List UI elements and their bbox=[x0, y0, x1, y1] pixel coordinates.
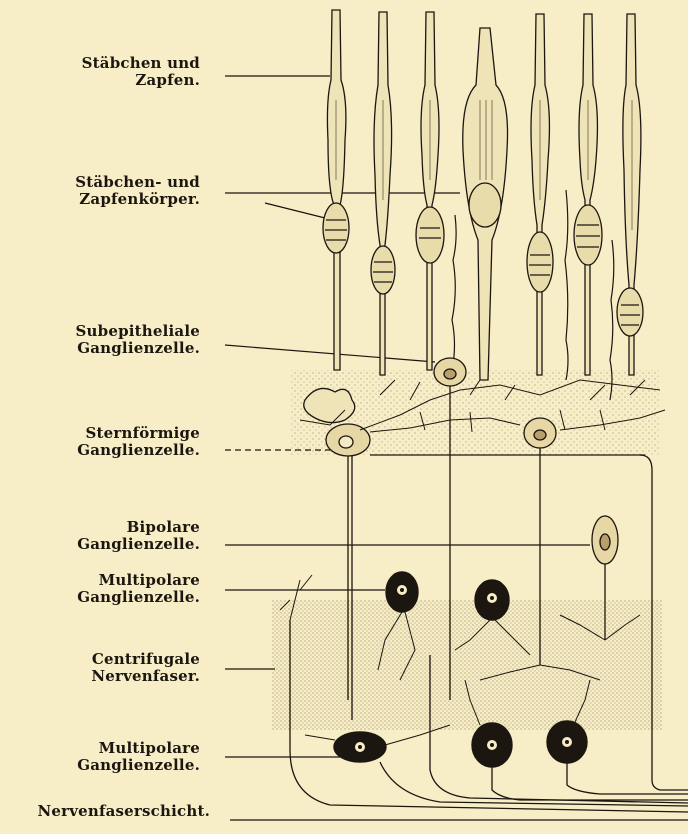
inner-plexiform-stipple bbox=[272, 600, 662, 730]
photoreceptor-cells bbox=[323, 10, 643, 380]
